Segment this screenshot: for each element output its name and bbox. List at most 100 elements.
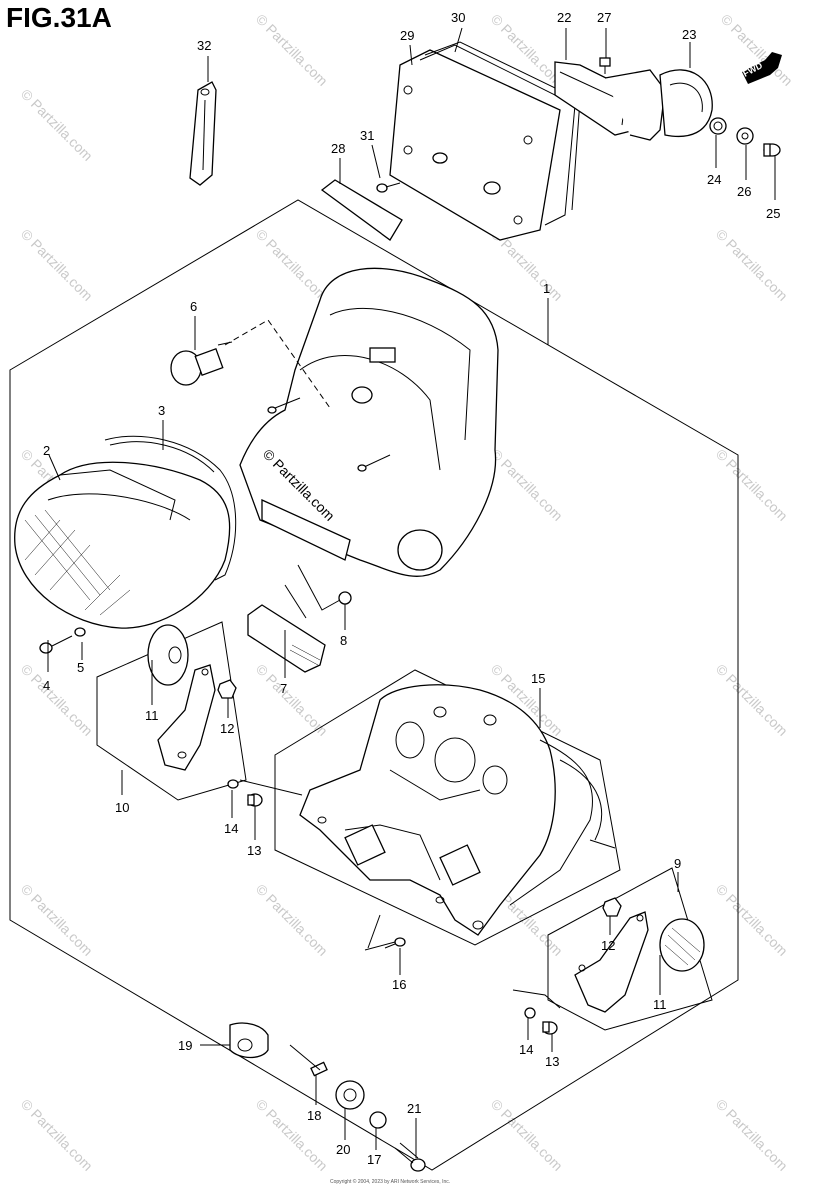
screw-4 [39, 635, 73, 654]
bracket-10 [157, 664, 216, 771]
watermark: © Partzilla.com [713, 881, 791, 959]
gasket-3 [104, 435, 237, 581]
callout-6: 6 [190, 299, 197, 314]
bulb-6 [170, 341, 233, 386]
watermark: © Partzilla.com [253, 881, 331, 959]
watermark: © Partzilla.com [253, 661, 331, 739]
turn-signal-11-left [147, 624, 189, 686]
callout-21: 21 [407, 1101, 421, 1116]
callout-14-right: 14 [519, 1042, 533, 1057]
bolt-21 [394, 1142, 426, 1172]
leader-line-16b [367, 914, 381, 949]
watermark: © Partzilla.com [18, 226, 96, 304]
callout-7: 7 [280, 681, 287, 696]
callout-29: 29 [400, 28, 414, 43]
callout-24: 24 [707, 172, 721, 187]
callout-8: 8 [340, 633, 347, 648]
watermark: © Partzilla.com [18, 86, 96, 164]
washer-5 [74, 627, 86, 637]
washer-14-left [227, 779, 239, 789]
bolt-13-right [542, 1021, 558, 1035]
callout-13-left: 13 [247, 843, 261, 858]
stay-32 [189, 81, 217, 186]
reflector-28 [320, 179, 403, 241]
footer-copyright: Copyright © 2004, 2023 by ARI Network Se… [330, 1178, 450, 1185]
callout-16: 16 [392, 977, 406, 992]
washer-14-right [524, 1007, 536, 1019]
leader-line-8 [297, 564, 341, 611]
tail-lens-2 [14, 461, 231, 629]
callout-12-right: 12 [601, 938, 615, 953]
watermark: © Partzilla.com [713, 661, 791, 739]
callout-11-right: 11 [653, 997, 667, 1012]
callout-labels: 32 30 29 22 27 23 24 26 25 28 31 1 6 3 2… [43, 10, 780, 1167]
callout-25: 25 [766, 206, 780, 221]
callout-2: 2 [43, 443, 50, 458]
callout-9: 9 [674, 856, 681, 871]
watermark: © Partzilla.com [713, 446, 791, 524]
watermark: © Partzilla.com [713, 226, 791, 304]
callout-leaders [47, 27, 776, 1158]
callout-10: 10 [115, 800, 129, 815]
cushion-19 [229, 1022, 269, 1059]
callout-4: 4 [43, 678, 50, 693]
nut-12-left [217, 679, 237, 699]
callout-11-left: 11 [145, 708, 159, 723]
assembly-boundary [9, 199, 739, 1171]
callout-5: 5 [77, 660, 84, 675]
callout-14-left: 14 [224, 821, 238, 836]
watermark: © Partzilla.com [253, 226, 331, 304]
leader-line-9 [512, 989, 561, 1009]
watermark: © Partzilla.com [488, 11, 566, 89]
reflector-7 [247, 604, 326, 673]
bracket-group-15-boundary [274, 669, 621, 946]
callout-12-left: 12 [220, 721, 234, 736]
callout-3: 3 [158, 403, 165, 418]
watermark: © Partzilla.com [488, 446, 566, 524]
screw-31 [376, 182, 401, 193]
mounting-bracket-15 [299, 684, 616, 936]
callout-31: 31 [360, 128, 374, 143]
leader-line-bulb [224, 319, 331, 409]
callout-26: 26 [737, 184, 751, 199]
nut-12-right [602, 897, 622, 917]
callout-23: 23 [682, 27, 696, 42]
bracket-group-10-boundary [96, 621, 247, 801]
callout-22: 22 [557, 10, 571, 25]
callout-1: 1 [543, 281, 550, 296]
callout-18: 18 [307, 1108, 321, 1123]
license-light-housing [554, 61, 713, 141]
leader-line-18 [289, 1044, 321, 1071]
watermark: © Partzilla.com [18, 1096, 96, 1174]
washer-26 [736, 127, 754, 145]
callout-32: 32 [197, 38, 211, 53]
nut-8 [338, 591, 352, 605]
callout-27: 27 [597, 10, 611, 25]
callout-20: 20 [336, 1142, 350, 1157]
cushion-20 [335, 1080, 365, 1110]
screw-27 [599, 57, 611, 74]
callout-17: 17 [367, 1152, 381, 1167]
callout-28: 28 [331, 141, 345, 156]
watermark: © Partzilla.com [488, 1096, 566, 1174]
turn-signal-11-right [659, 918, 705, 972]
washer-17 [369, 1111, 387, 1129]
callout-30: 30 [451, 10, 465, 25]
bracket-9 [574, 911, 649, 1013]
callout-19: 19 [178, 1038, 192, 1053]
tail-light-housing [239, 267, 499, 577]
grommet-24 [709, 117, 727, 135]
bolt-16 [384, 937, 406, 949]
bracket-group-9-boundary [547, 867, 713, 1031]
callout-15: 15 [531, 671, 545, 686]
bolt-13-left [247, 793, 263, 807]
callout-13-right: 13 [545, 1054, 559, 1069]
watermark: © Partzilla.com [18, 881, 96, 959]
leader-line-13 [239, 779, 303, 796]
leader-line-7 [284, 584, 307, 619]
screw-25 [763, 143, 781, 157]
figure-title: FIG.31A [6, 2, 112, 33]
watermark: © Partzilla.com [713, 1096, 791, 1174]
watermark: © Partzilla.com [253, 11, 331, 89]
